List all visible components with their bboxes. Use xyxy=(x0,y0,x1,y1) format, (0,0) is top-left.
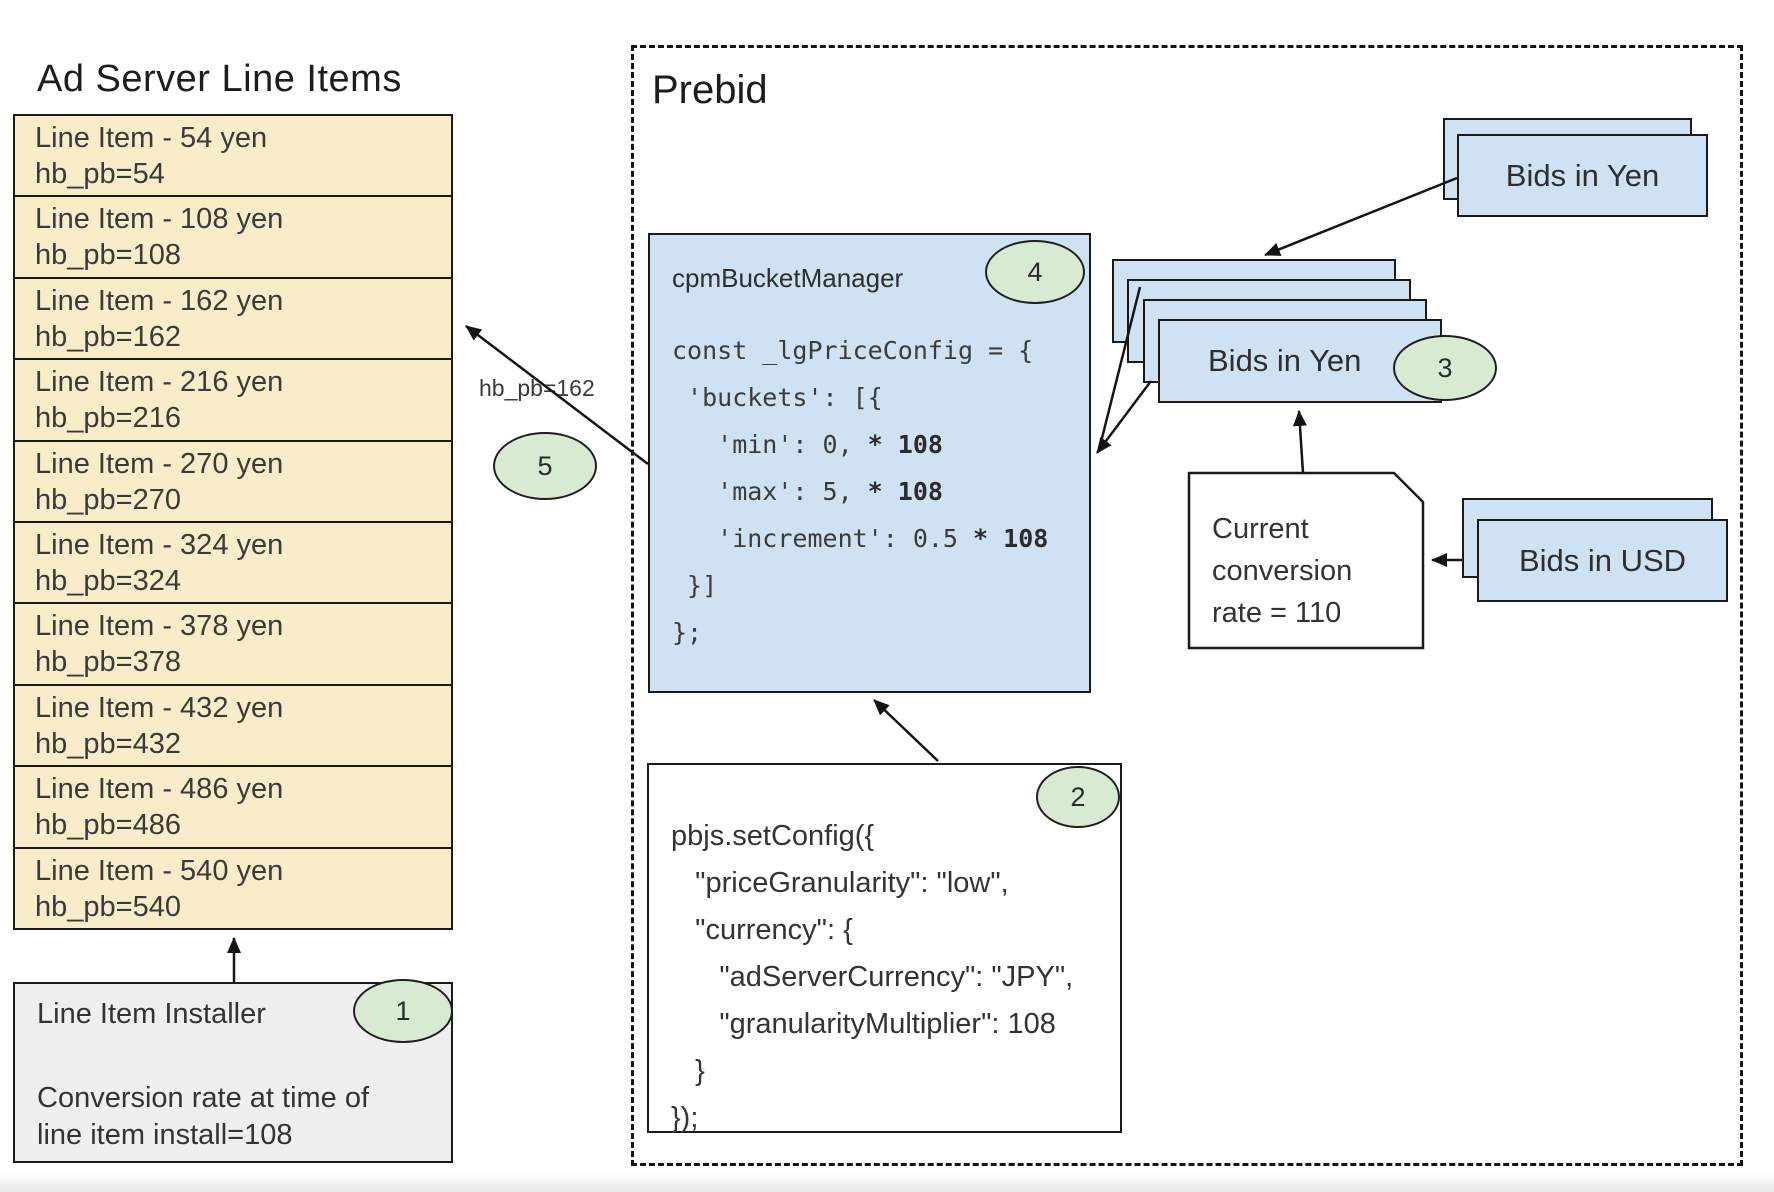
pbjs-set-config-code: pbjs.setConfig({ "priceGranularity": "lo… xyxy=(671,820,1074,1134)
bids-in-usd-card: Bids in USD xyxy=(1477,519,1728,602)
step-badge-3: 3 xyxy=(1393,335,1497,401)
installer-description: Conversion rate at time of line item ins… xyxy=(37,1082,370,1151)
table-row: Line Item - 540 yen hb_pb=540 xyxy=(35,854,284,923)
step-badge-5: 5 xyxy=(493,432,597,500)
table-row: Line Item - 54 yen hb_pb=54 xyxy=(15,116,451,198)
prebid-title: Prebid xyxy=(652,68,768,112)
table-row: Line Item - 486 yen hb_pb=486 xyxy=(15,767,451,849)
conversion-note-shape xyxy=(1187,471,1425,650)
step-badge-4: 4 xyxy=(985,240,1085,304)
table-row: Line Item - 324 yen hb_pb=324 xyxy=(15,523,451,605)
cpm-price-config-code: const _lgPriceConfig = { 'buckets': [{ '… xyxy=(672,336,1049,647)
cpm-bucket-manager-box: cpmBucketManager const _lgPriceConfig = … xyxy=(648,233,1091,693)
hb-pb-arrow-label: hb_pb=162 xyxy=(479,375,595,401)
step-badge-1: 1 xyxy=(353,979,453,1043)
window-bottom-edge xyxy=(0,1172,1774,1192)
table-row: Line Item - 216 yen hb_pb=216 xyxy=(15,360,451,442)
ad-server-title: Ad Server Line Items xyxy=(37,58,402,100)
installer-title: Line Item Installer xyxy=(37,998,266,1030)
bids-in-yen-top-card: Bids in Yen xyxy=(1457,134,1708,217)
line-item-installer-box: Line Item Installer Conversion rate at t… xyxy=(13,982,453,1163)
prebid-container-border xyxy=(631,45,1743,1166)
table-row: Line Item - 432 yen hb_pb=432 xyxy=(15,686,451,768)
cpm-bucket-manager-label: cpmBucketManager xyxy=(672,263,904,293)
conversion-rate-note: Current conversion rate = 110 xyxy=(1212,513,1353,629)
table-row: Line Item - 378 yen hb_pb=378 xyxy=(15,604,451,686)
pbjs-set-config-box: pbjs.setConfig({ "priceGranularity": "lo… xyxy=(647,763,1122,1134)
table-row: Line Item - 270 yen hb_pb=270 xyxy=(15,442,451,524)
table-row: Line Item - 108 yen hb_pb=108 xyxy=(15,197,451,279)
step-badge-2: 2 xyxy=(1036,766,1120,828)
line-items-table: Line Item - 54 yen hb_pb=54 Line Item - … xyxy=(13,114,453,930)
table-row: Line Item - 162 yen hb_pb=162 xyxy=(15,279,451,361)
